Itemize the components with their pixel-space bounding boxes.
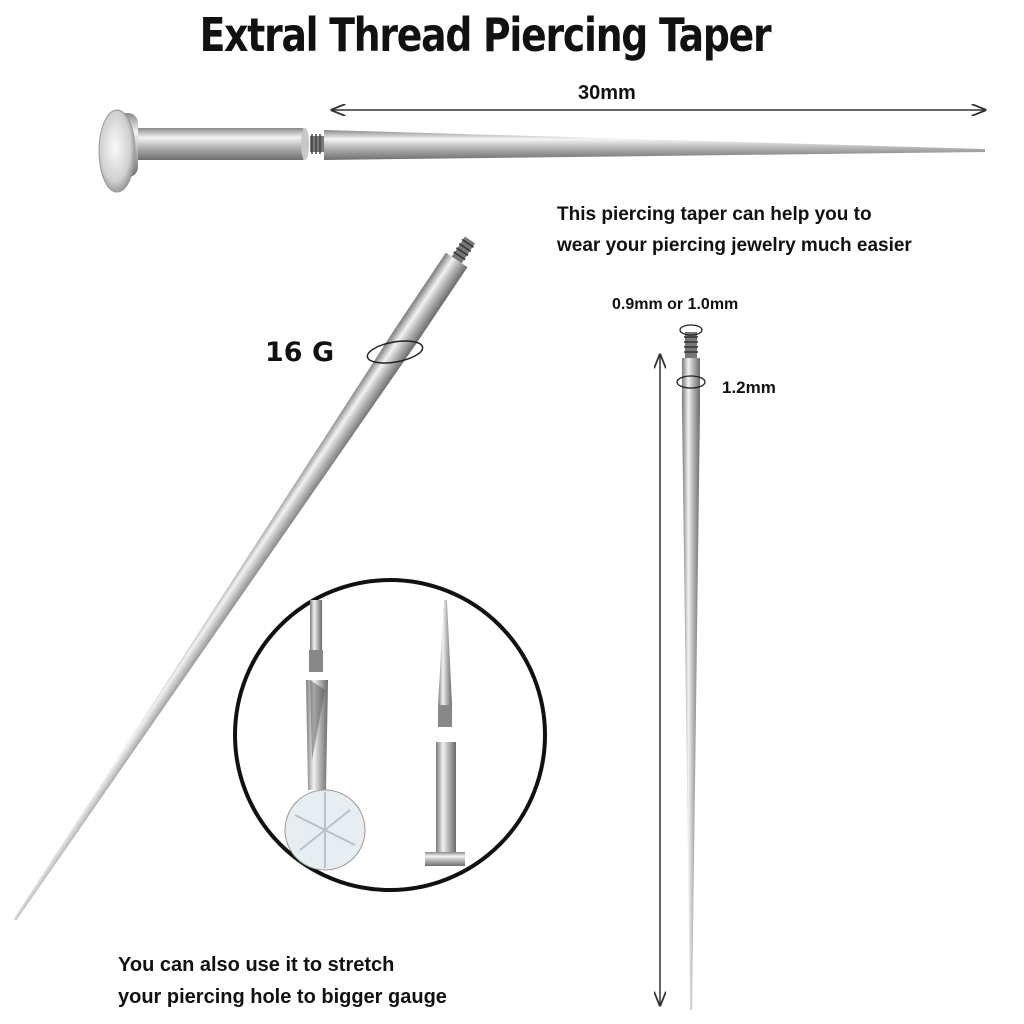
bottom-text-line-2: your piercing hole to bigger gauge bbox=[118, 986, 447, 1008]
gauge-ring bbox=[366, 340, 424, 364]
gauge-label: 16 G bbox=[265, 337, 335, 368]
description-line-2: wear your piercing jewelry much easier bbox=[557, 235, 912, 256]
page-title: Extral Thread Piercing Taper bbox=[199, 8, 772, 62]
length-label: 30mm bbox=[578, 82, 636, 104]
diameter-label: 1.2mm bbox=[722, 378, 776, 397]
bottom-text-line-1: You can also use it to stretch bbox=[118, 954, 395, 976]
vertical-taper bbox=[682, 332, 700, 1010]
description-line-1: This piercing taper can help you to bbox=[557, 204, 872, 225]
top-taper bbox=[98, 109, 985, 193]
diagonal-taper bbox=[13, 236, 475, 921]
thread-size-label: 0.9mm or 1.0mm bbox=[612, 296, 739, 313]
usage-inset bbox=[233, 578, 547, 892]
